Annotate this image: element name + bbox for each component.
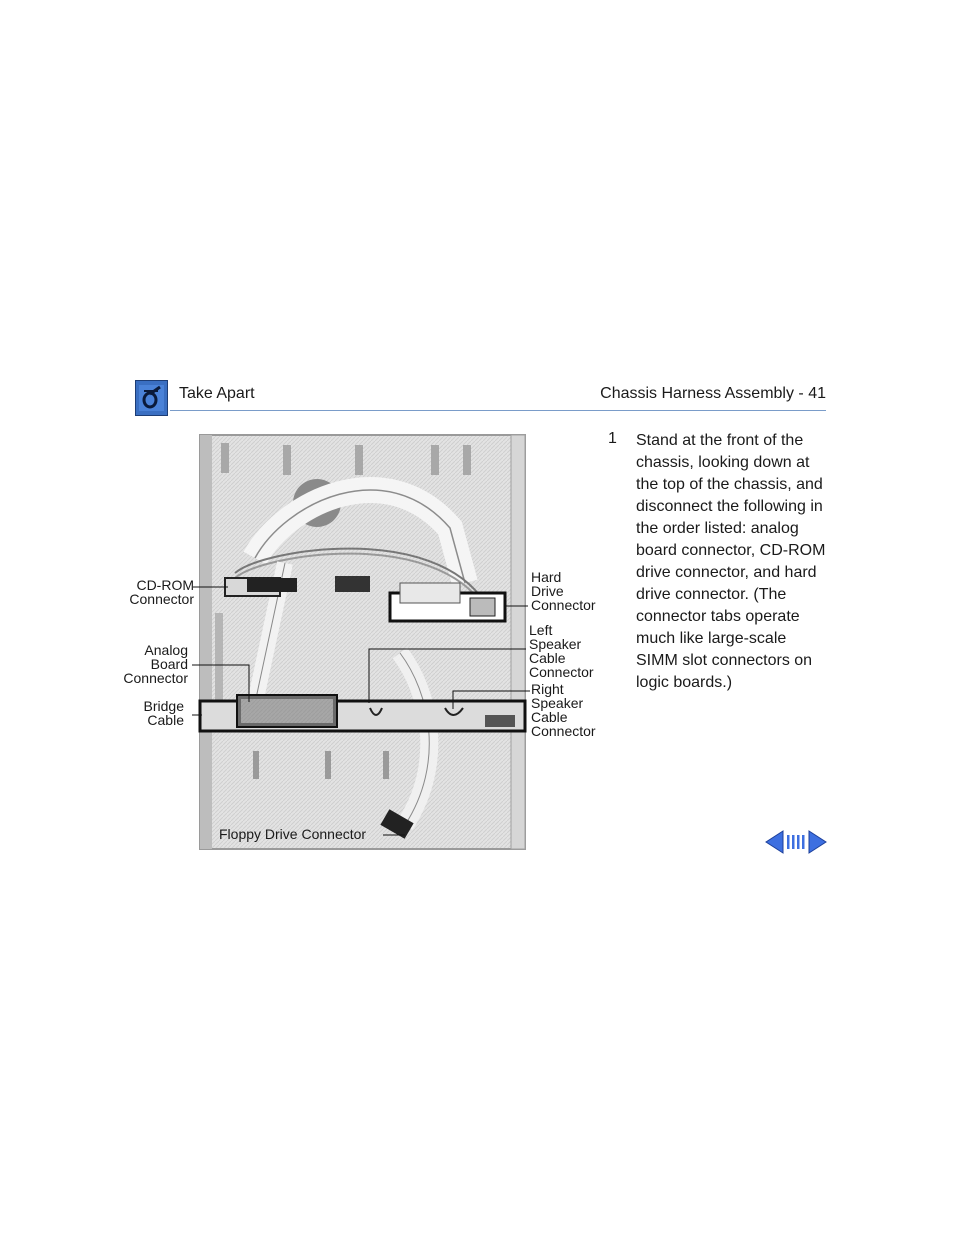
header-divider — [170, 410, 826, 411]
left-arrow-icon[interactable] — [765, 830, 784, 859]
callout-left-speaker-cable-connector: Left Speaker Cable Connector — [529, 622, 594, 680]
callout-analog-board-connector: Analog Board Connector — [123, 642, 188, 686]
callout-bridge-cable: Bridge Cable — [143, 698, 184, 728]
callout-hard-drive-connector: Hard Drive Connector — [531, 569, 596, 613]
callout-cdrom-connector: CD-ROM Connector — [129, 577, 194, 607]
callout-floppy-drive-connector: Floppy Drive Connector — [219, 826, 367, 842]
callout-right-speaker-cable-connector: Right Speaker Cable Connector — [531, 681, 596, 739]
index-icon[interactable] — [786, 830, 806, 859]
step-instructions: Stand at the front of the chassis, looki… — [636, 432, 826, 691]
chassis-illustration — [195, 433, 530, 851]
page-title: Chassis Harness Assembly - 41 — [600, 385, 826, 402]
page-navigation — [765, 830, 827, 854]
screwdriver-icon — [135, 380, 168, 416]
right-arrow-icon[interactable] — [808, 830, 827, 859]
section-title: Take Apart — [179, 385, 255, 402]
step-number: 1 — [608, 430, 617, 447]
